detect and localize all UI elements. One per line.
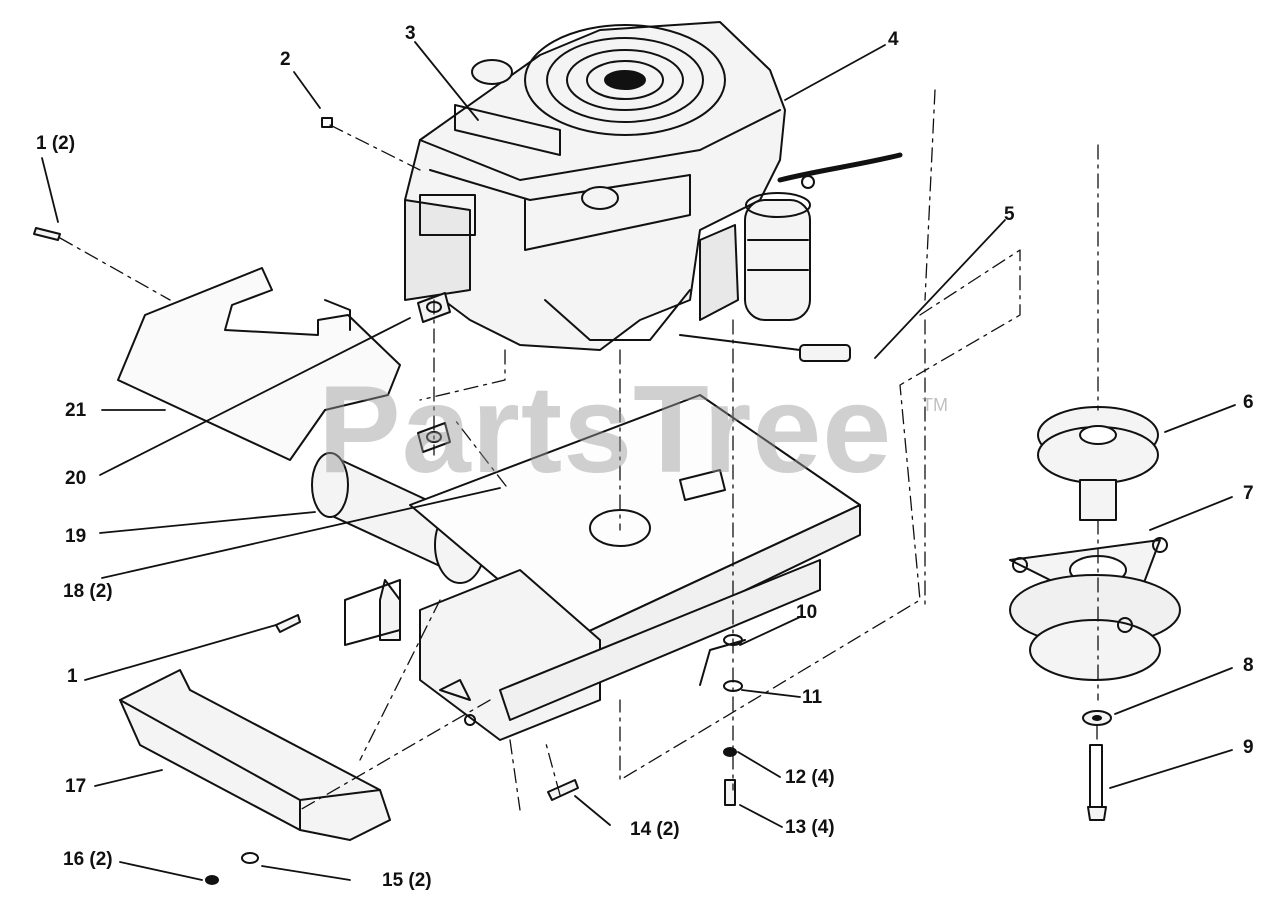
trademark-mark: TM <box>922 395 948 415</box>
part-label-21[interactable]: 21 <box>65 400 87 421</box>
assembly-lines <box>59 89 1099 811</box>
part-label-10[interactable]: 10 <box>796 602 818 623</box>
part-label-5[interactable]: 5 <box>1004 204 1015 225</box>
pulley-drawing <box>1037 406 1159 521</box>
part-label-2[interactable]: 2 <box>280 49 291 70</box>
clutch-drawing <box>1009 537 1181 681</box>
part-label-1-top[interactable]: 1 (2) <box>36 133 76 154</box>
part-label-12[interactable]: 12 (4) <box>785 767 835 788</box>
part-label-3[interactable]: 3 <box>405 23 416 44</box>
part-label-9[interactable]: 9 <box>1243 737 1254 758</box>
part-label-7[interactable]: 7 <box>1243 483 1254 504</box>
watermark: PartsTree <box>318 361 893 499</box>
part-label-4[interactable]: 4 <box>888 29 899 50</box>
part-label-11[interactable]: 11 <box>802 687 823 708</box>
part-label-8[interactable]: 8 <box>1243 655 1254 676</box>
part-label-17[interactable]: 17 <box>65 776 87 797</box>
part-label-14[interactable]: 14 (2) <box>630 819 680 840</box>
part-label-6[interactable]: 6 <box>1243 392 1254 413</box>
heat-shield-drawing <box>117 267 401 461</box>
part-label-19[interactable]: 19 <box>65 526 87 547</box>
part-label-15[interactable]: 15 (2) <box>382 870 432 891</box>
part-label-18[interactable]: 18 (2) <box>63 581 113 602</box>
part-label-20[interactable]: 20 <box>65 468 87 489</box>
clutch-hardware-drawing <box>1082 710 1112 821</box>
frame-drawing <box>344 394 861 741</box>
engine-drawing <box>321 21 903 362</box>
part-label-13[interactable]: 13 (4) <box>785 817 835 838</box>
part-label-1-lower[interactable]: 1 <box>67 666 78 687</box>
leader-lines <box>41 41 1236 881</box>
bumper-drawing <box>119 669 391 841</box>
part-label-16[interactable]: 16 (2) <box>63 849 113 870</box>
